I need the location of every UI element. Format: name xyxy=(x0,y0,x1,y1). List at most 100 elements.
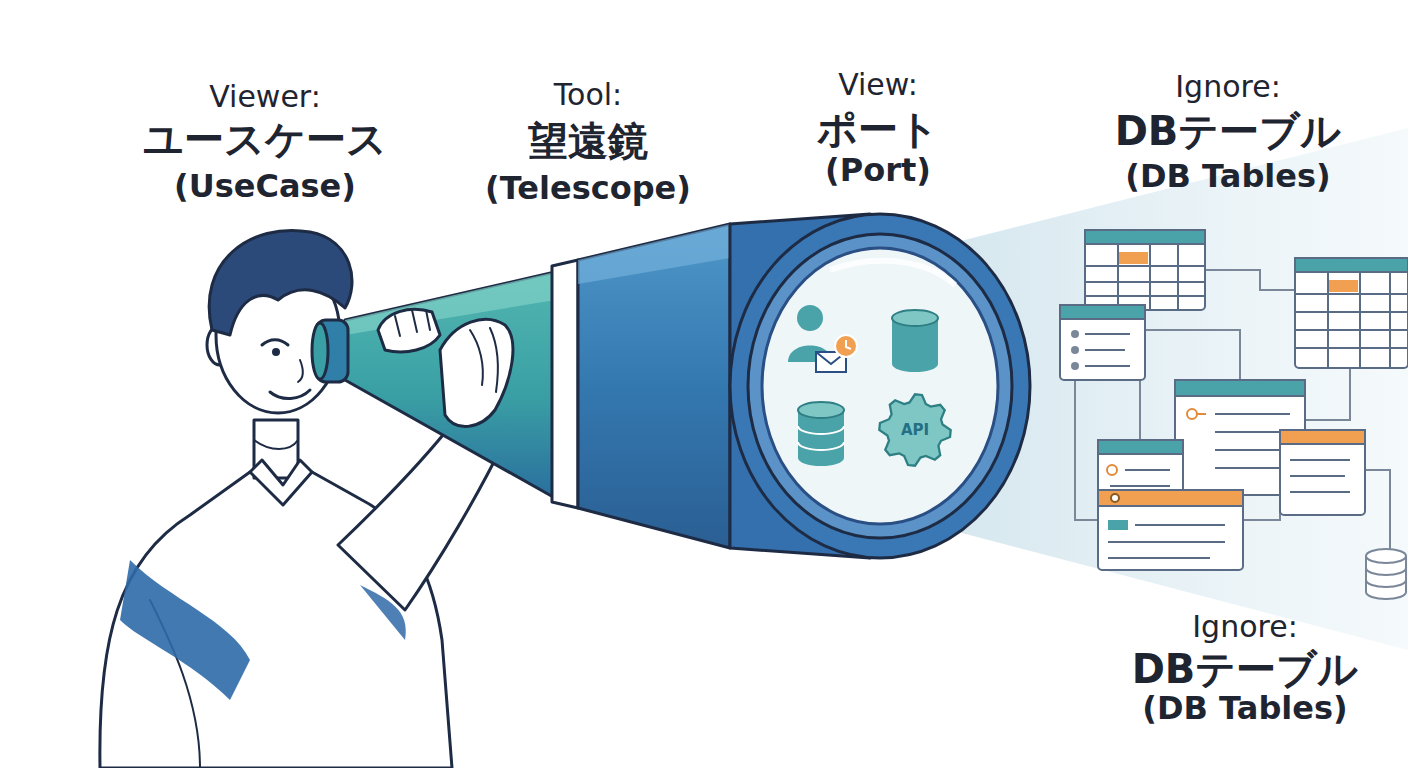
gear-shape xyxy=(879,394,950,465)
heading-label: Ignore: xyxy=(1192,610,1298,645)
db-table-part xyxy=(1135,524,1225,526)
db-table-part xyxy=(1118,252,1148,264)
db-table-part xyxy=(1085,230,1205,244)
db-table-part xyxy=(1085,333,1130,335)
lens-icons-part xyxy=(797,305,823,331)
db-cylinder-part xyxy=(1366,580,1406,587)
db-table-part xyxy=(1359,272,1361,368)
db-table-part xyxy=(1280,430,1365,515)
telescope-part xyxy=(748,234,1012,538)
db-table-part xyxy=(1085,349,1125,351)
telescope-part xyxy=(312,323,328,379)
telescope xyxy=(312,214,1030,558)
db-table xyxy=(1280,430,1365,515)
telescope-part xyxy=(762,248,998,524)
hands-part xyxy=(378,309,440,352)
heading-label: 望遠鏡 xyxy=(528,118,648,164)
person-figure-part xyxy=(262,340,288,345)
heading-label: (Port) xyxy=(825,152,931,189)
db-table xyxy=(1085,230,1205,310)
heading-label: Ignore: xyxy=(1175,70,1281,105)
db-table-part xyxy=(1125,469,1170,471)
db-table-part xyxy=(1085,365,1130,367)
db-table-part xyxy=(1098,440,1183,454)
db-table-cluster-part-part xyxy=(1365,470,1390,550)
db-table-part xyxy=(1175,380,1305,396)
heading-label: View: xyxy=(838,68,918,103)
telescope-part xyxy=(730,214,1030,558)
heading-label: (DB Tables) xyxy=(1125,158,1330,195)
db-table xyxy=(1060,305,1145,380)
db-table xyxy=(1295,258,1408,368)
db-table-part xyxy=(1215,431,1290,433)
db-table-part xyxy=(1149,244,1151,310)
telescope-part xyxy=(552,260,578,508)
db-table-part xyxy=(1290,459,1350,461)
gear-label: API xyxy=(901,421,929,439)
db-table-part xyxy=(1295,293,1408,295)
person-figure-part xyxy=(298,360,303,382)
db-table-cluster-part-part xyxy=(1139,380,1141,440)
db-table-part xyxy=(1280,430,1365,444)
db-table-cluster-part-part xyxy=(1075,380,1098,520)
heading-label: ポート xyxy=(817,106,939,152)
db-table-part xyxy=(1111,494,1119,502)
lens-icons-part xyxy=(835,335,857,357)
telescope-part xyxy=(578,224,730,284)
lens-icons-part xyxy=(798,426,844,450)
lens-icons-part xyxy=(846,340,851,349)
db-table-part xyxy=(1110,485,1170,487)
telescope-part xyxy=(345,272,555,498)
heading-label: Viewer: xyxy=(209,80,321,115)
db-table-part xyxy=(1085,265,1205,267)
db-table-part xyxy=(1071,362,1079,370)
db-table-part xyxy=(1187,409,1197,419)
lens-icons-part xyxy=(798,450,844,466)
db-table-part xyxy=(1098,490,1243,506)
db-table-part xyxy=(1060,305,1145,319)
db-table-part xyxy=(1060,305,1145,380)
db-table-cluster xyxy=(1060,230,1408,599)
db-table-part xyxy=(1295,258,1408,272)
db-table-part xyxy=(1098,490,1243,570)
person-figure-part xyxy=(360,585,406,640)
lens-icons-part xyxy=(892,356,938,372)
telescope-part xyxy=(345,272,555,335)
person-figure-part xyxy=(120,560,250,700)
db-table-part xyxy=(1117,244,1119,310)
db-table-part xyxy=(1177,244,1179,310)
db-table-part xyxy=(1071,346,1079,354)
person-figure-part xyxy=(270,390,310,399)
lens-icons-part xyxy=(892,310,938,326)
person-figure-part xyxy=(272,348,280,356)
heading-label: (DB Tables) xyxy=(1142,690,1347,727)
db-table-part xyxy=(1108,541,1225,543)
db-table-part xyxy=(1215,449,1280,451)
db-table-cluster-part-part xyxy=(1145,310,1240,380)
db-table-part xyxy=(1328,280,1358,292)
db-table-part xyxy=(1215,467,1290,469)
db-table-cluster-part-part xyxy=(1243,500,1280,520)
hands-part xyxy=(395,310,430,336)
db-table-part xyxy=(1295,258,1408,368)
heading-label: ユースケース xyxy=(143,116,387,162)
db-table-part xyxy=(1071,330,1079,338)
db-cylinder-part xyxy=(1366,549,1406,563)
db-table-part xyxy=(1290,491,1350,493)
db-table-part xyxy=(1295,311,1408,313)
db-table-part xyxy=(1295,347,1408,349)
heading-label: DBテーブル xyxy=(1115,108,1342,154)
db-table-part xyxy=(1108,520,1128,530)
person-figure-part xyxy=(250,460,312,505)
db-table-part xyxy=(1085,295,1205,297)
db-table-part xyxy=(1085,281,1205,283)
hands xyxy=(378,309,513,426)
db-table-part xyxy=(1389,272,1391,368)
db-table-part xyxy=(1295,329,1408,331)
telescope-part xyxy=(830,261,955,285)
heading-label: (UseCase) xyxy=(174,168,356,205)
gear-text-holder: API xyxy=(877,392,953,468)
heading-label: Tool: xyxy=(554,78,622,113)
person-figure-part xyxy=(254,440,298,449)
db-table-part xyxy=(1290,475,1345,477)
